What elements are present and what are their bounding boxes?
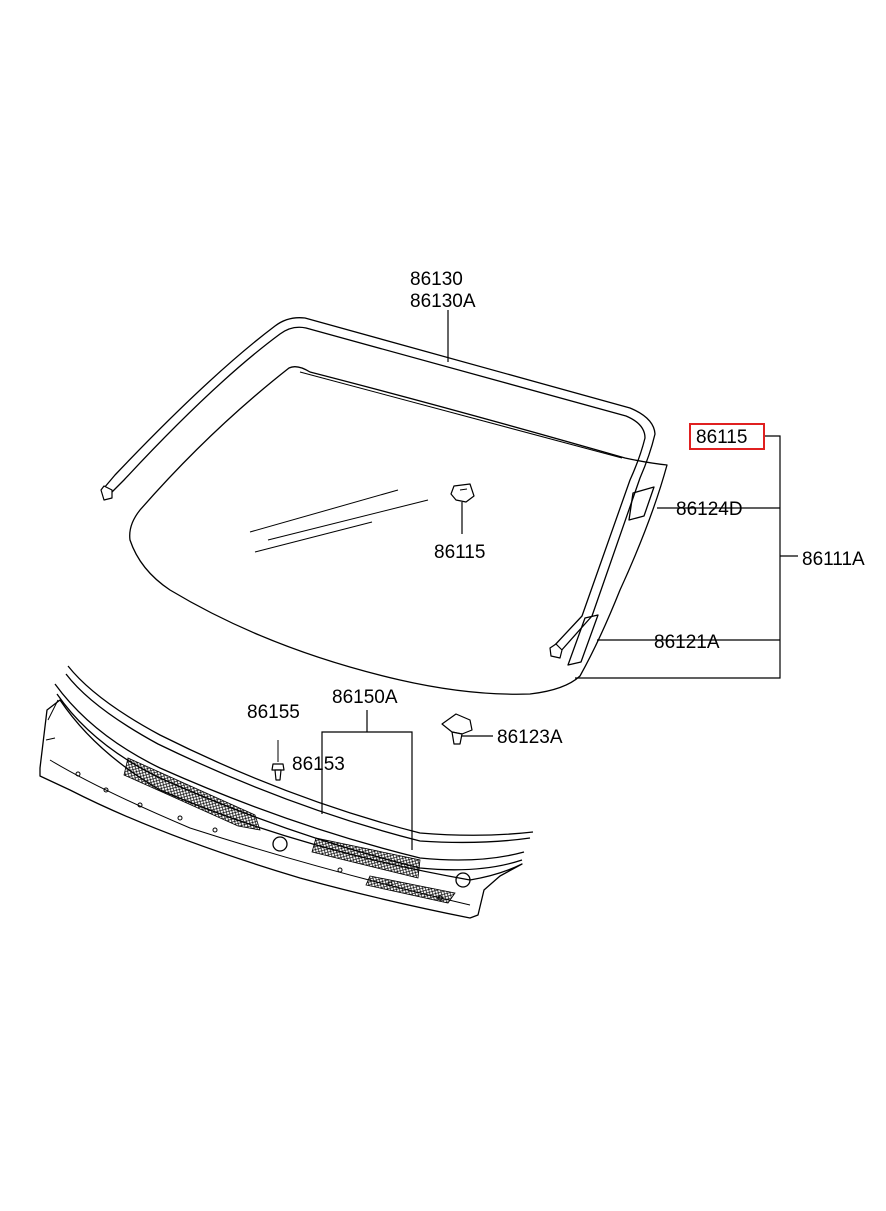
label-86130[interactable]: 86130 [410, 269, 463, 290]
label-86124d[interactable]: 86124D [676, 499, 743, 520]
label-86153[interactable]: 86153 [292, 754, 345, 775]
highlight-box [689, 423, 765, 450]
label-86121a[interactable]: 86121A [654, 632, 720, 653]
label-86150a[interactable]: 86150A [332, 687, 398, 708]
fastener-part [441, 713, 473, 745]
label-86111a[interactable]: 86111A [802, 549, 865, 570]
label-86115-highlighted[interactable]: 86115 [696, 427, 747, 448]
screw-part [271, 740, 285, 781]
windshield-glass [129, 366, 668, 695]
cowl-top-cover [39, 665, 534, 919]
label-86115[interactable]: 86115 [434, 542, 485, 563]
label-86123a[interactable]: 86123A [497, 727, 563, 748]
label-86155[interactable]: 86155 [247, 702, 300, 723]
windshield-molding [100, 317, 656, 659]
label-86130a[interactable]: 86130A [410, 291, 476, 312]
leader-lines [321, 310, 798, 850]
